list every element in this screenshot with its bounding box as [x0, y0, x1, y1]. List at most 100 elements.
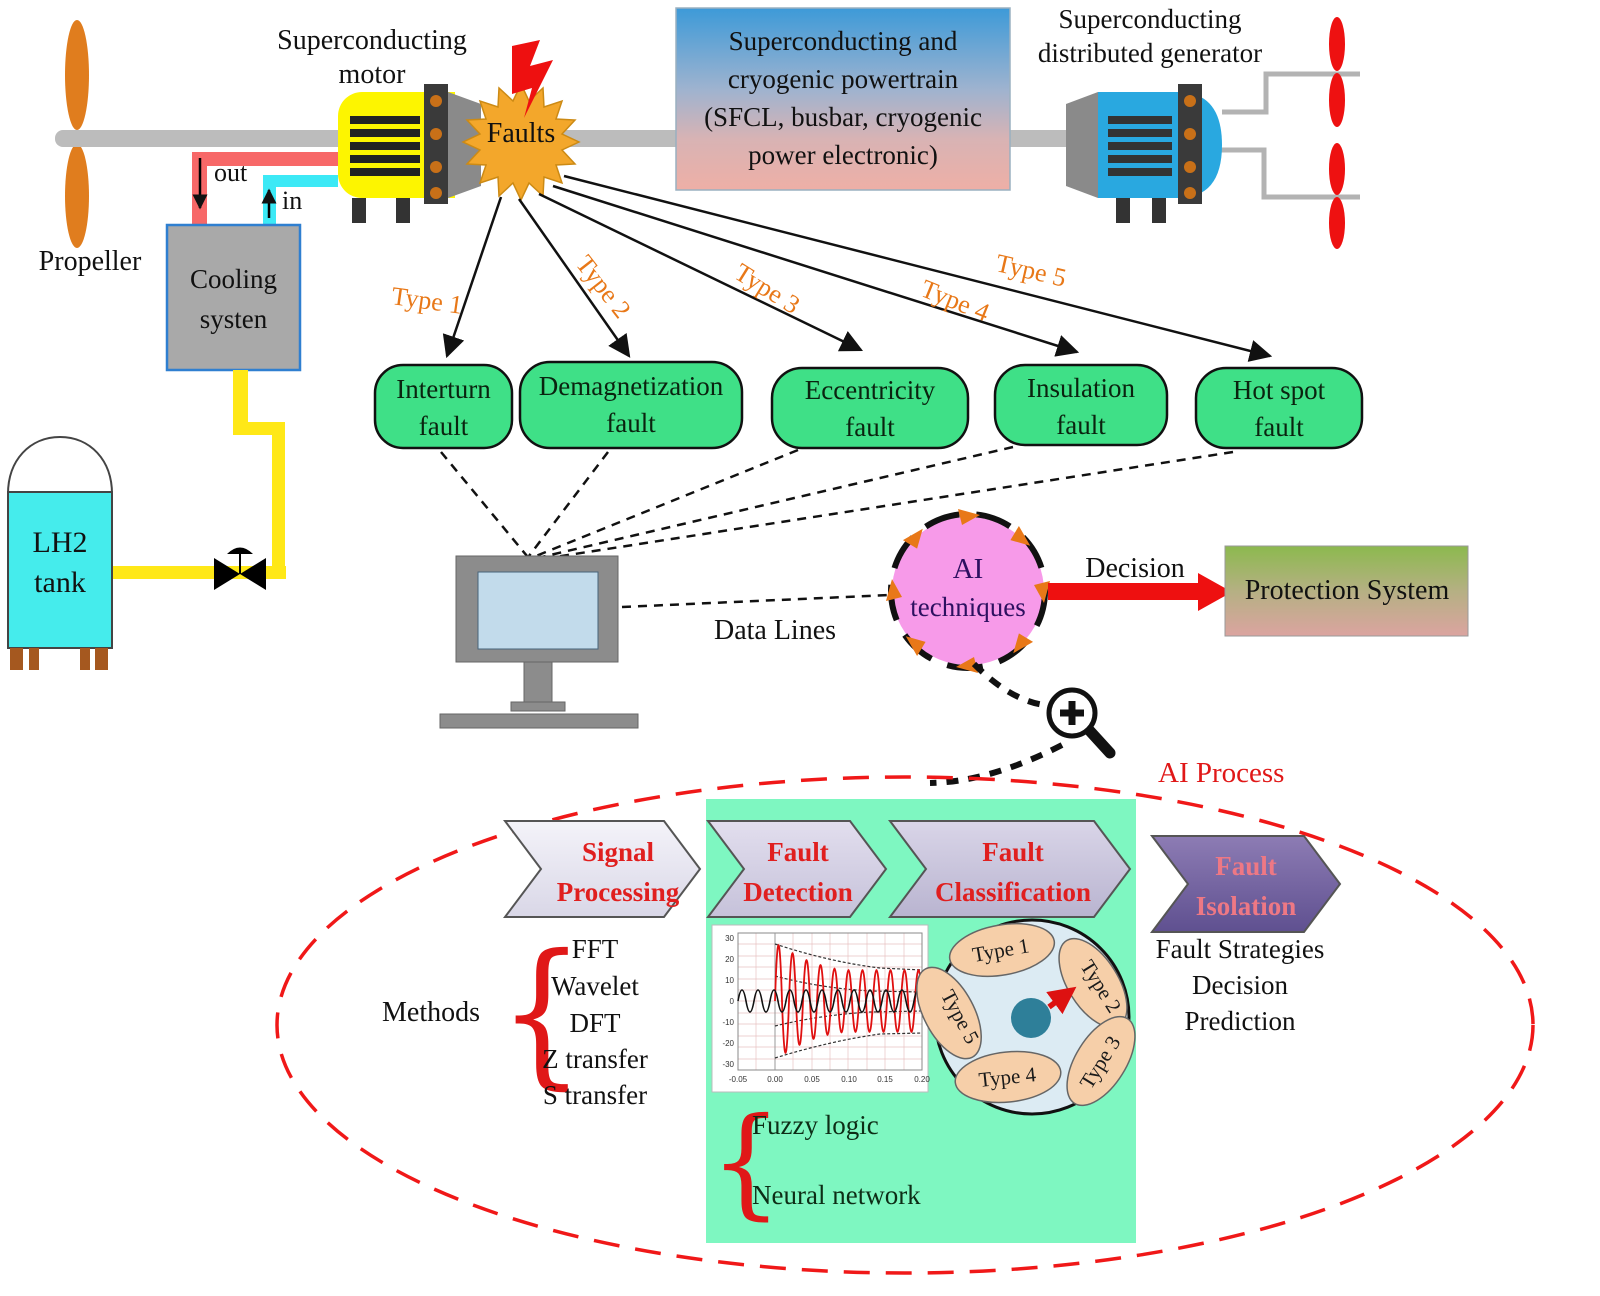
fault-pills: [373, 360, 1364, 450]
chevron-line: Detection: [743, 877, 853, 907]
method-wavelet: Wavelet: [551, 971, 639, 1001]
fault-type-arrows: [442, 174, 1273, 362]
output-prediction: Prediction: [1184, 1006, 1296, 1036]
x-tick: 0.20: [914, 1075, 930, 1084]
y-tick: 0: [730, 997, 735, 1006]
pill-interturn: Interturn fault: [375, 371, 512, 445]
x-tick: 0.15: [877, 1075, 893, 1084]
method-z-transfer: Z transfer: [542, 1044, 648, 1074]
lh2-tank: [6, 435, 114, 670]
pill-line: fault: [1056, 410, 1106, 440]
x-tick: -0.05: [729, 1075, 748, 1084]
generator-icon: [1066, 71, 1360, 223]
faults-star: [461, 82, 581, 202]
chevron-fault-detection: Fault Detection: [712, 832, 884, 912]
powertrain-label-line4: power electronic): [748, 140, 938, 170]
pill-line: Eccentricity: [804, 375, 936, 405]
chevron-line: Isolation: [1195, 891, 1297, 921]
ai-process-ellipse: [275, 775, 1535, 1275]
methods-label: Methods: [382, 997, 480, 1028]
y-tick: 20: [725, 955, 734, 964]
powertrain-label-line3: (SFCL, busbar, cryogenic: [704, 102, 982, 132]
pill-line: Insulation: [1027, 373, 1135, 403]
coolant-out-label: out: [214, 158, 248, 187]
motor-label-line1: Superconducting: [277, 25, 467, 56]
detection-brace: {: [709, 1093, 783, 1232]
pill-line: fault: [845, 412, 895, 442]
process-chevrons: [503, 820, 1342, 933]
methods-brace: {: [498, 921, 585, 1105]
propeller-icon: [65, 20, 89, 248]
method-s-transfer: S transfer: [542, 1080, 648, 1110]
monitor-icon: [439, 555, 639, 729]
method-fft: FFT: [571, 934, 619, 964]
zoom-link-dashed: [929, 661, 1064, 786]
ai-label-line1: AI: [952, 553, 984, 585]
method-neural-network: Neural network: [752, 1180, 921, 1210]
classification-circle: Type 1 Type 2 Type 3 Type 4 Type 5: [916, 918, 1136, 1116]
chevron-signal-processing: Signal Processing: [538, 832, 698, 912]
protection-label: Protection System: [1244, 575, 1450, 606]
generator-label-line1: Superconducting: [1058, 4, 1242, 34]
powertrain-label-line2: cryogenic powertrain: [727, 64, 959, 94]
pill-line: fault: [1254, 412, 1304, 442]
powertrain-label-line1: Superconducting and: [728, 26, 958, 56]
cooling-label-line1: Cooling: [189, 264, 277, 294]
chevron-line: Fault: [767, 837, 829, 867]
pill-line: fault: [606, 408, 656, 438]
coolant-in-label: in: [282, 186, 303, 215]
pill-line: Interturn: [396, 374, 491, 404]
fuel-pipe: [112, 370, 286, 579]
tank-label-line2: tank: [34, 566, 86, 599]
magnifier-icon: [1046, 687, 1116, 759]
chevron-line: Signal: [581, 837, 655, 867]
decision-label: Decision: [1085, 553, 1185, 584]
motor-label-line2: motor: [338, 59, 406, 90]
chevron-line: Classification: [934, 877, 1091, 907]
x-tick: 0.10: [841, 1075, 857, 1084]
pill-demagnetization: Demagnetization fault: [520, 368, 742, 442]
data-lines-label: Data Lines: [713, 615, 837, 646]
ai-process-label: AI Process: [1158, 757, 1285, 789]
y-tick: -10: [722, 1018, 734, 1027]
method-dft: DFT: [569, 1008, 621, 1038]
chevron-fault-classification: Fault Classification: [908, 832, 1118, 912]
cooling-label-line2: systen: [199, 304, 268, 334]
fault-waveform-chart: 30 20 10 0 -10 -20 -30 -0.05 0.00 0.05 0…: [711, 924, 930, 1093]
chevron-line: Fault: [982, 837, 1044, 867]
pill-hotspot: Hot spot fault: [1196, 372, 1362, 446]
lightning-icon: [512, 40, 553, 118]
propeller-label: Propeller: [38, 246, 142, 277]
output-fault-strategies: Fault Strategies: [1155, 934, 1325, 964]
y-tick: 30: [725, 934, 734, 943]
x-tick: 0.00: [767, 1075, 783, 1084]
data-lines-dashed: [440, 445, 1234, 609]
ai-circle: [886, 509, 1050, 673]
motor-icon: [338, 84, 481, 223]
y-tick: -20: [722, 1039, 734, 1048]
y-tick: -30: [722, 1060, 734, 1069]
y-tick: 10: [725, 976, 734, 985]
pill-line: Hot spot: [1232, 375, 1326, 405]
x-tick: 0.05: [804, 1075, 820, 1084]
decision-arrow: [1048, 573, 1232, 611]
pill-line: fault: [418, 411, 469, 441]
pill-line: Demagnetization: [538, 371, 724, 401]
method-fuzzy-logic: Fuzzy logic: [752, 1110, 879, 1140]
chevron-fault-isolation: Fault Isolation: [1160, 846, 1332, 926]
protection-system-box: [1224, 545, 1469, 637]
distributed-propellers-icon: [1329, 17, 1345, 249]
pill-insulation: Insulation fault: [995, 370, 1167, 444]
cooling-system-box: [165, 223, 302, 372]
generator-label-line2: distributed generator: [1037, 38, 1263, 68]
chevron-line: Fault: [1215, 851, 1277, 881]
pill-eccentricity: Eccentricity fault: [772, 372, 968, 446]
chevron-line: Processing: [556, 877, 680, 907]
valve-icon: [214, 547, 266, 590]
tank-label-line1: LH2: [32, 526, 88, 559]
faults-label: Faults: [486, 118, 556, 149]
ai-label-line2: techniques: [910, 592, 1026, 622]
powertrain-box: [675, 7, 1011, 191]
